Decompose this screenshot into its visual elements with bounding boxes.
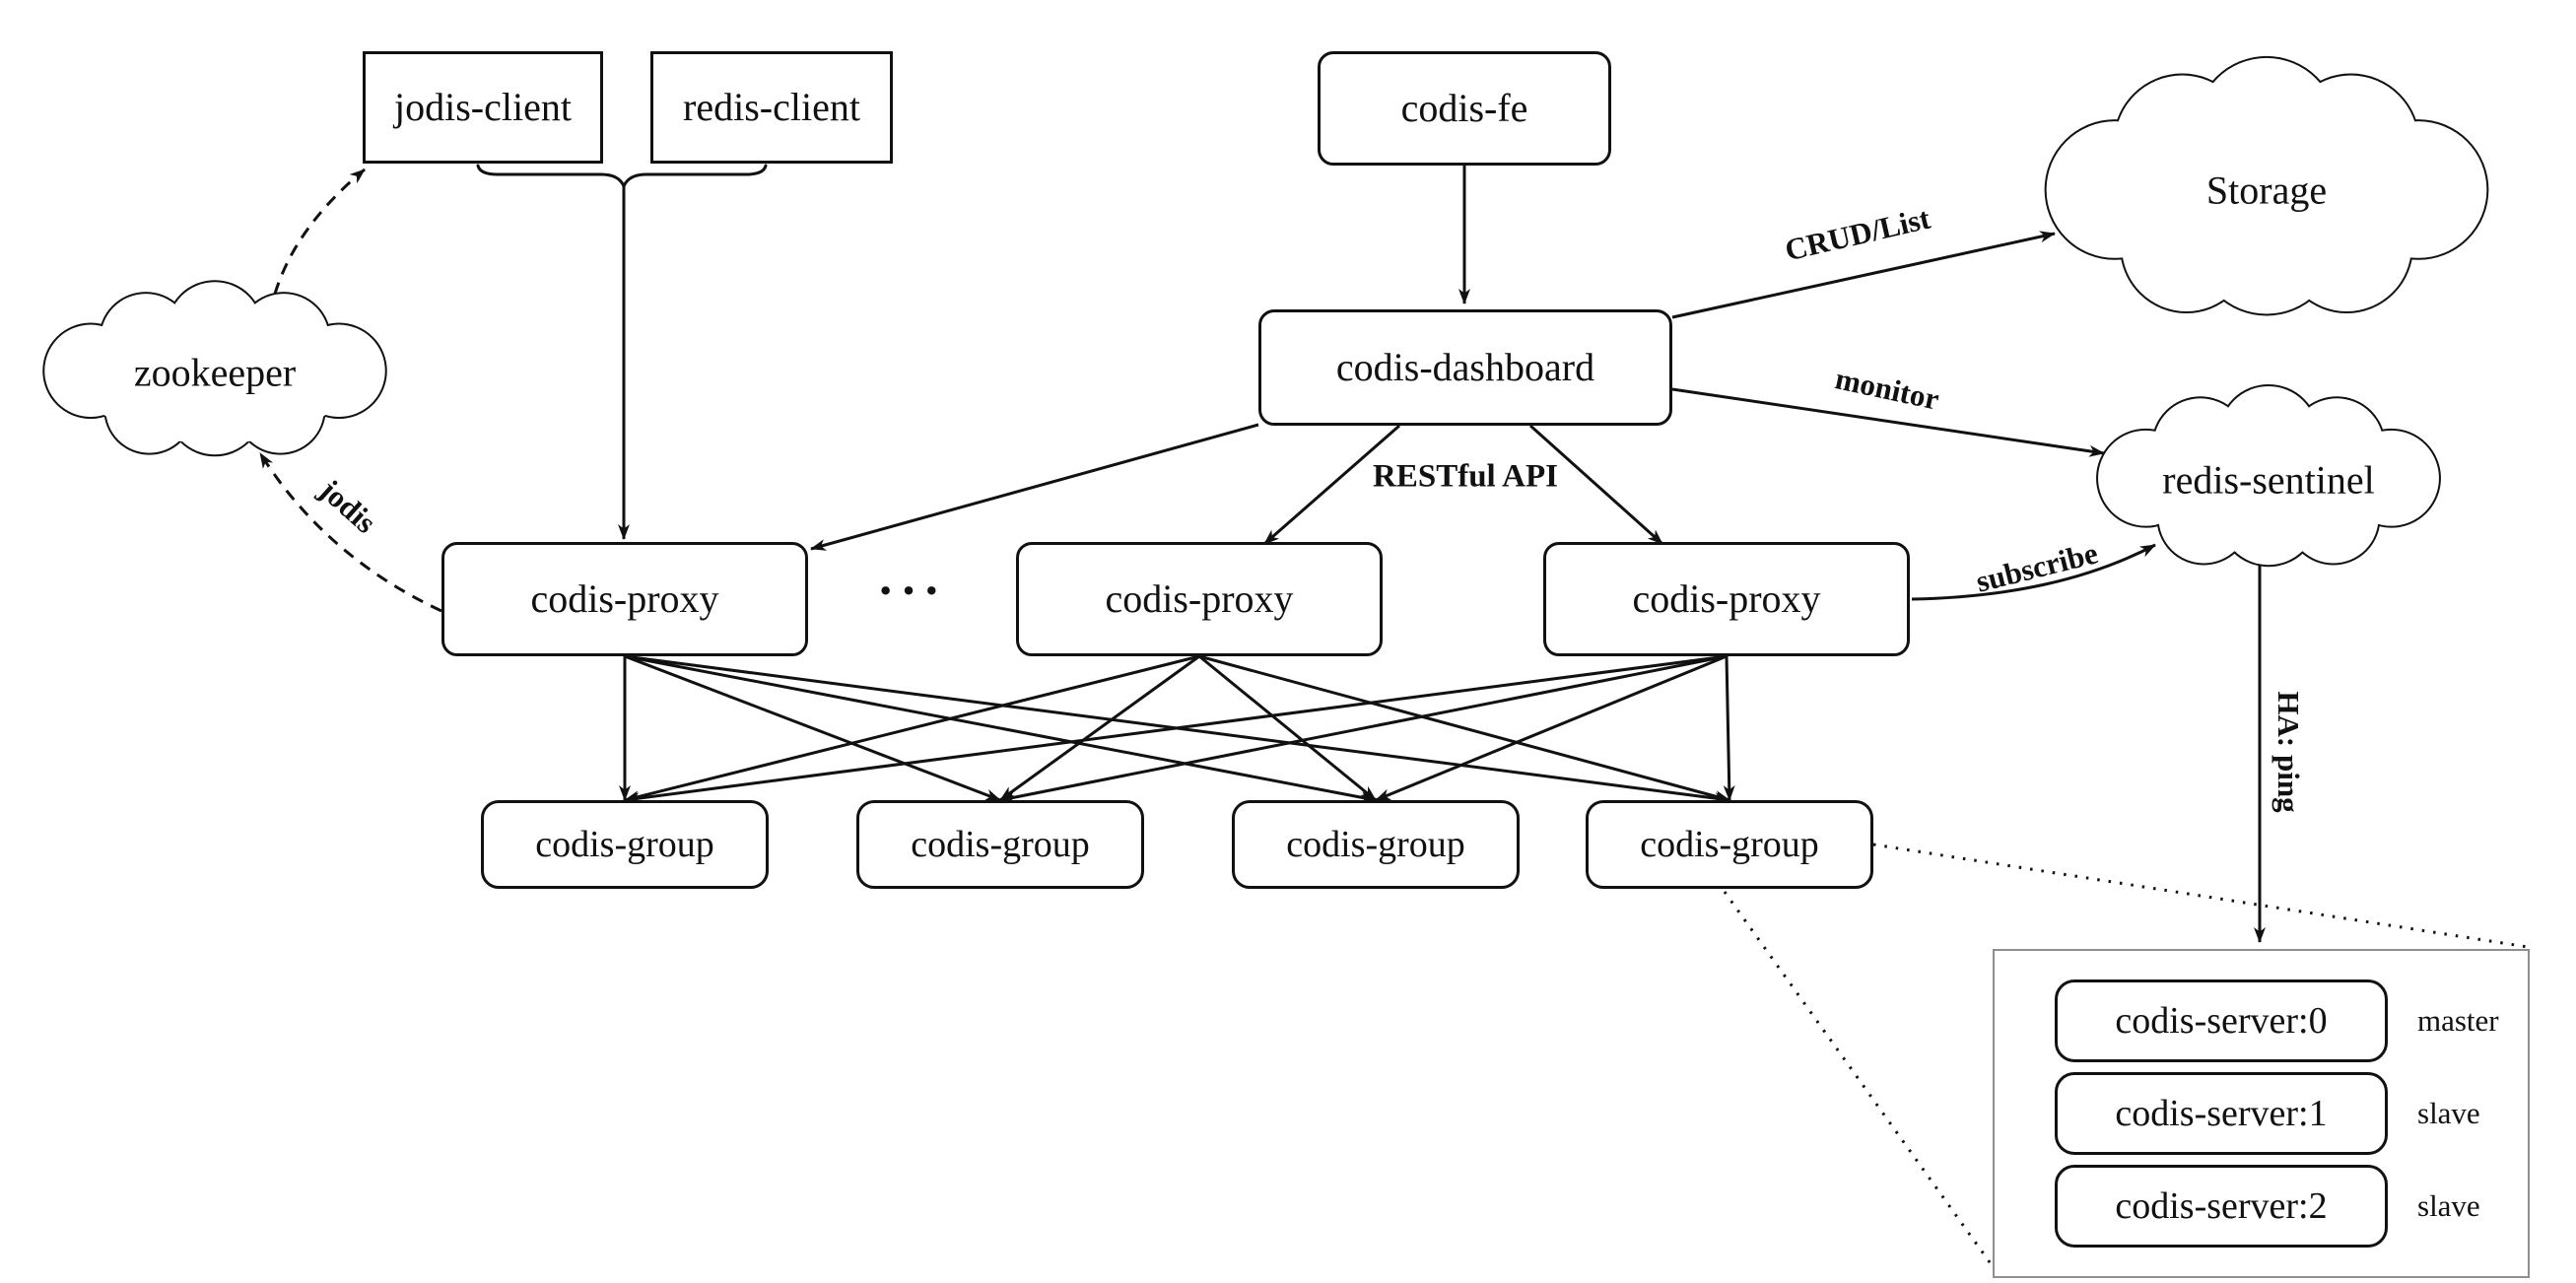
node-codis-dashboard: codis-dashboard — [1258, 309, 1672, 426]
node-codis-server-2: codis-server:2 — [2055, 1165, 2388, 1248]
cloud-storage-label: Storage — [2205, 168, 2328, 213]
clients-brace — [476, 164, 768, 190]
server-role-slave-1: slave — [2417, 1096, 2480, 1130]
edge-proxy2-to-group4 — [1198, 654, 1730, 802]
proxy-group-edges — [619, 654, 1735, 805]
edge-proxy1-to-group3 — [624, 654, 1377, 804]
node-codis-server-1: codis-server:1 — [2055, 1072, 2388, 1155]
edge-proxy3-to-group3 — [1375, 654, 1728, 802]
node-codis-group-2: codis-group — [856, 800, 1144, 889]
edge-dashboard-to-sentinel-monitor — [1671, 387, 2105, 457]
node-codis-group-3: codis-group — [1232, 800, 1520, 889]
edge-dashboard-to-storage-crud — [1671, 231, 2056, 319]
edges-layer — [258, 164, 2529, 1270]
edge-proxy2-to-group1 — [624, 654, 1200, 803]
cloud-zookeeper-label: zookeeper — [133, 350, 297, 395]
node-codis-proxy-2: codis-proxy — [1016, 542, 1383, 656]
cloud-redis-sentinel-label: redis-sentinel — [2162, 457, 2375, 503]
server-role-slave-2: slave — [2417, 1188, 2480, 1223]
node-codis-group-4: codis-group — [1586, 800, 1873, 889]
proxy-ellipsis: ··· — [876, 563, 947, 620]
node-codis-fe: codis-fe — [1318, 51, 1611, 166]
node-codis-proxy-3: codis-proxy — [1543, 542, 1910, 656]
node-codis-server-0: codis-server:0 — [2055, 979, 2388, 1062]
node-codis-proxy-1: codis-proxy — [441, 542, 808, 656]
edge-dashboard-to-proxy1 — [810, 423, 1259, 551]
edge-dashboard-to-proxy3 — [1528, 424, 1664, 546]
edge-label-restful-api: RESTful API — [1373, 458, 1558, 495]
cloud-zookeeper — [42, 280, 387, 457]
node-codis-group-1: codis-group — [481, 800, 769, 889]
edge-proxy2-to-group2 — [999, 654, 1200, 802]
cloud-redis-sentinel — [2096, 383, 2441, 568]
edge-proxy1-to-group2 — [624, 654, 1001, 802]
edge-proxy2-to-group3 — [1198, 654, 1377, 802]
edge-proxy3-to-group1 — [624, 654, 1728, 805]
clouds-layer — [42, 55, 2489, 568]
node-redis-client: redis-client — [650, 51, 893, 164]
node-jodis-client: jodis-client — [363, 51, 603, 164]
edge-proxy3-to-group4 — [1723, 655, 1735, 801]
edge-zookeeper-to-jodis-client — [273, 168, 366, 295]
edge-label-ha-ping: HA: ping — [2271, 691, 2306, 813]
dotted-group4-to-container-bottom — [1723, 891, 1997, 1270]
edge-proxy3-to-sentinel-subscribe — [1911, 543, 2156, 601]
dotted-group4-to-container-top — [1872, 843, 2529, 949]
edge-dashboard-to-proxy2 — [1263, 424, 1400, 546]
edge-proxy1-to-zookeeper-jodis — [258, 452, 442, 613]
server-role-master: master — [2417, 1003, 2499, 1038]
cloud-storage — [2044, 55, 2489, 316]
edge-proxy3-to-group2 — [999, 654, 1728, 803]
